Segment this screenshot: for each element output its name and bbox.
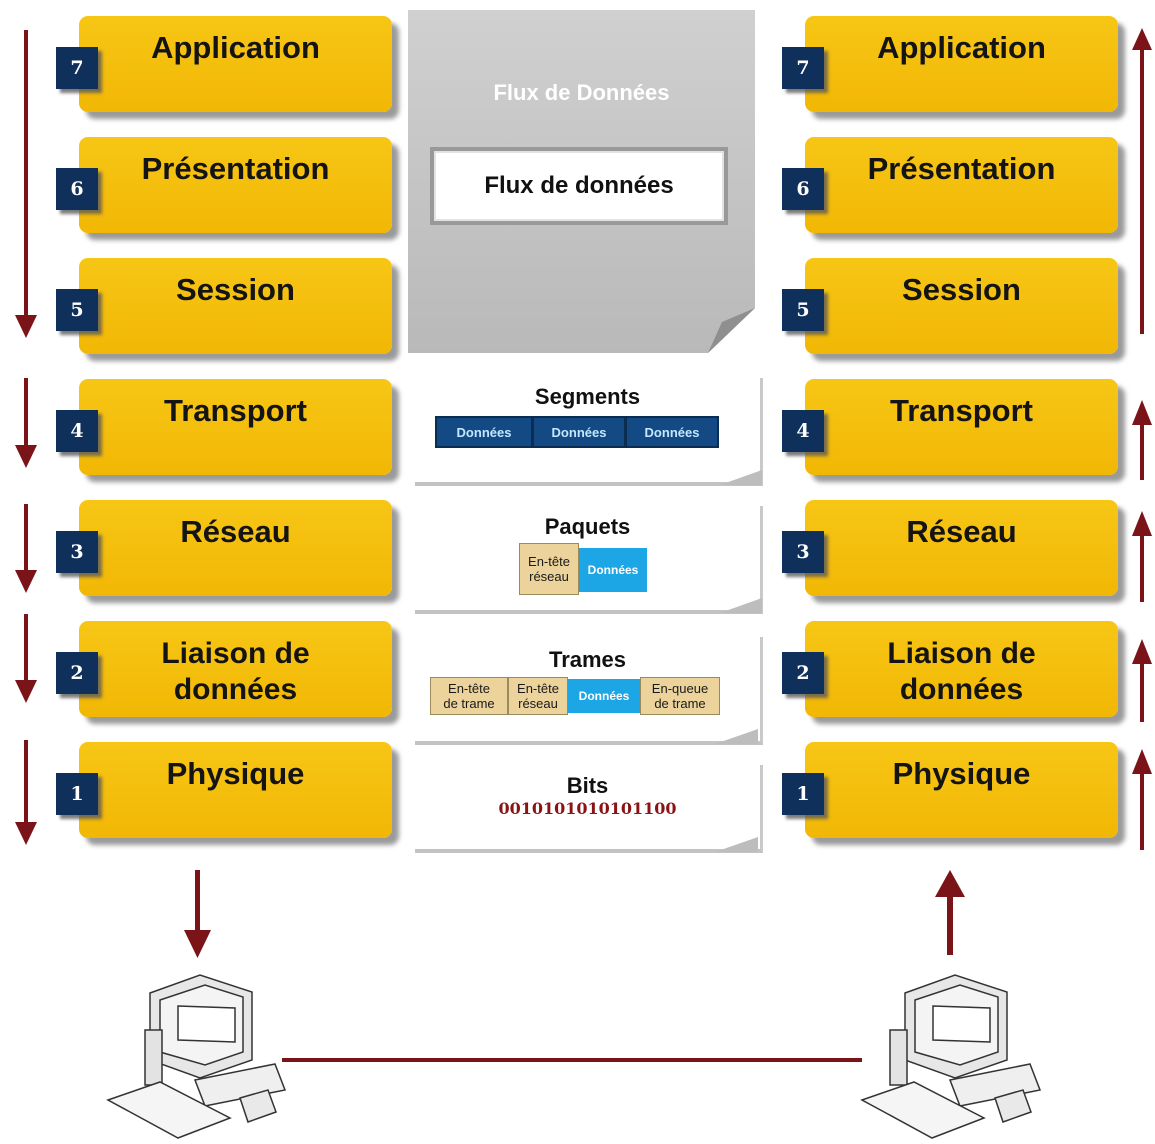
sender-layer-session: 5 Session bbox=[56, 258, 392, 354]
receiver-layer-network: 3 Réseau bbox=[782, 500, 1118, 596]
layer-name: Session bbox=[176, 272, 295, 307]
layer-number-badge: 6 bbox=[56, 168, 98, 210]
receiver-up-arrows bbox=[935, 28, 1152, 955]
segment-data-cell: Données bbox=[435, 416, 533, 448]
sender-computer-icon bbox=[106, 974, 287, 1139]
frame-network-header-cell: En-tête réseau bbox=[508, 677, 568, 715]
down-arrow-shaft bbox=[24, 504, 28, 574]
layer-name: Réseau bbox=[906, 514, 1017, 549]
up-arrow-shaft bbox=[1140, 772, 1144, 850]
down-arrow-shaft bbox=[195, 870, 200, 932]
packets-title: Paquets bbox=[544, 514, 631, 539]
sender-layer-data-link: 2 Liaison de données bbox=[56, 621, 392, 717]
receiver-layer-data-link: 2 Liaison de données bbox=[782, 621, 1118, 717]
receiver-layer-application: 7 Application bbox=[782, 16, 1118, 112]
layer-name: Physique bbox=[166, 756, 305, 791]
frames-pdu: Trames En-tête de trame En-tête réseau D… bbox=[415, 637, 763, 745]
up-arrow-head bbox=[1132, 749, 1152, 774]
up-arrow-head bbox=[1132, 511, 1152, 536]
up-arrow-shaft bbox=[1140, 423, 1144, 480]
frame-data-cell: Données bbox=[568, 679, 640, 713]
sender-layer-application: 7 Application bbox=[56, 16, 392, 112]
receiver-layer-session: 5 Session bbox=[782, 258, 1118, 354]
up-arrow-head bbox=[1132, 28, 1152, 50]
down-arrow-shaft bbox=[24, 614, 28, 684]
up-arrow-shaft bbox=[1140, 534, 1144, 602]
data-stream-label: Flux de données bbox=[484, 172, 674, 199]
layer-number-badge: 3 bbox=[782, 531, 824, 573]
data-stream-title: Flux de Données bbox=[493, 80, 670, 105]
layer-number-badge: 1 bbox=[782, 773, 824, 815]
layer-name: Transport bbox=[164, 393, 307, 428]
receiver-layer-presentation: 6 Présentation bbox=[782, 137, 1118, 233]
frame-trailer-cell: En-queue de trame bbox=[640, 677, 720, 715]
down-arrow-head bbox=[15, 315, 37, 338]
sender-layer-presentation: 6 Présentation bbox=[56, 137, 392, 233]
layer-number-badge: 2 bbox=[56, 652, 98, 694]
down-arrow-head bbox=[184, 930, 211, 958]
layer-name: Présentation bbox=[867, 151, 1056, 186]
layer-number-badge: 3 bbox=[56, 531, 98, 573]
down-arrow-head bbox=[15, 822, 37, 845]
down-arrow-shaft bbox=[24, 30, 28, 320]
page-fold bbox=[720, 598, 762, 613]
up-arrow-shaft bbox=[1140, 662, 1144, 722]
segments-pdu: Segments Données Données Données bbox=[415, 378, 763, 486]
up-arrow-shaft bbox=[947, 895, 953, 955]
layer-name: Physique bbox=[892, 756, 1031, 791]
network-cable bbox=[282, 1058, 862, 1062]
down-arrow-shaft bbox=[24, 740, 28, 825]
sender-layer-transport: 4 Transport bbox=[56, 379, 392, 475]
sender-layer-physical: 1 Physique bbox=[56, 742, 392, 838]
down-arrow-head bbox=[15, 445, 37, 468]
frames-title: Trames bbox=[548, 647, 627, 672]
layer-number-badge: 6 bbox=[782, 168, 824, 210]
layer-name: Liaison de données bbox=[887, 637, 1036, 706]
data-stream-box: Flux de données bbox=[430, 147, 728, 225]
up-arrow-head bbox=[935, 870, 965, 897]
packet-data-cell: Données bbox=[579, 548, 647, 592]
page-fold bbox=[715, 729, 758, 744]
receiver-layer-transport: 4 Transport bbox=[782, 379, 1118, 475]
layer-number-badge: 1 bbox=[56, 773, 98, 815]
sender-layer-network: 3 Réseau bbox=[56, 500, 392, 596]
layer-name: Application bbox=[877, 30, 1046, 65]
layer-number-badge: 7 bbox=[56, 47, 98, 89]
packets-pdu: Paquets En-tête réseau Données bbox=[415, 506, 763, 614]
layer-number-badge: 2 bbox=[782, 652, 824, 694]
page-fold bbox=[720, 470, 762, 485]
down-arrow-head bbox=[15, 570, 37, 593]
up-arrow-head bbox=[1132, 639, 1152, 664]
receiver-computer-icon bbox=[860, 974, 1042, 1139]
page-fold bbox=[715, 837, 758, 852]
sender-down-arrows bbox=[15, 30, 211, 958]
bits-value: 0010101010101100 bbox=[498, 799, 677, 818]
bits-pdu: Bits 0010101010101100 bbox=[415, 765, 763, 853]
layer-name: Réseau bbox=[180, 514, 291, 549]
upper-layers-data-page: Flux de Données Flux de données bbox=[408, 10, 755, 353]
layer-number-badge: 4 bbox=[782, 410, 824, 452]
receiver-layer-physical: 1 Physique bbox=[782, 742, 1118, 838]
layer-number-badge: 7 bbox=[782, 47, 824, 89]
network-header-cell: En-tête réseau bbox=[519, 543, 579, 595]
up-arrow-shaft bbox=[1140, 48, 1144, 334]
layer-number-badge: 5 bbox=[782, 289, 824, 331]
layer-number-badge: 4 bbox=[56, 410, 98, 452]
segments-title: Segments bbox=[534, 384, 641, 409]
layer-name: Application bbox=[151, 30, 320, 65]
down-arrow-head bbox=[15, 680, 37, 703]
down-arrow-shaft bbox=[24, 378, 28, 448]
frame-header-cell: En-tête de trame bbox=[430, 677, 508, 715]
page-fold-flap bbox=[708, 308, 755, 353]
layer-name: Liaison de données bbox=[161, 637, 310, 706]
layer-name: Session bbox=[902, 272, 1021, 307]
layer-name: Présentation bbox=[141, 151, 330, 186]
layer-name: Transport bbox=[890, 393, 1033, 428]
segment-data-cell: Données bbox=[625, 416, 719, 448]
layer-number-badge: 5 bbox=[56, 289, 98, 331]
bits-title: Bits bbox=[566, 773, 609, 798]
up-arrow-head bbox=[1132, 400, 1152, 425]
